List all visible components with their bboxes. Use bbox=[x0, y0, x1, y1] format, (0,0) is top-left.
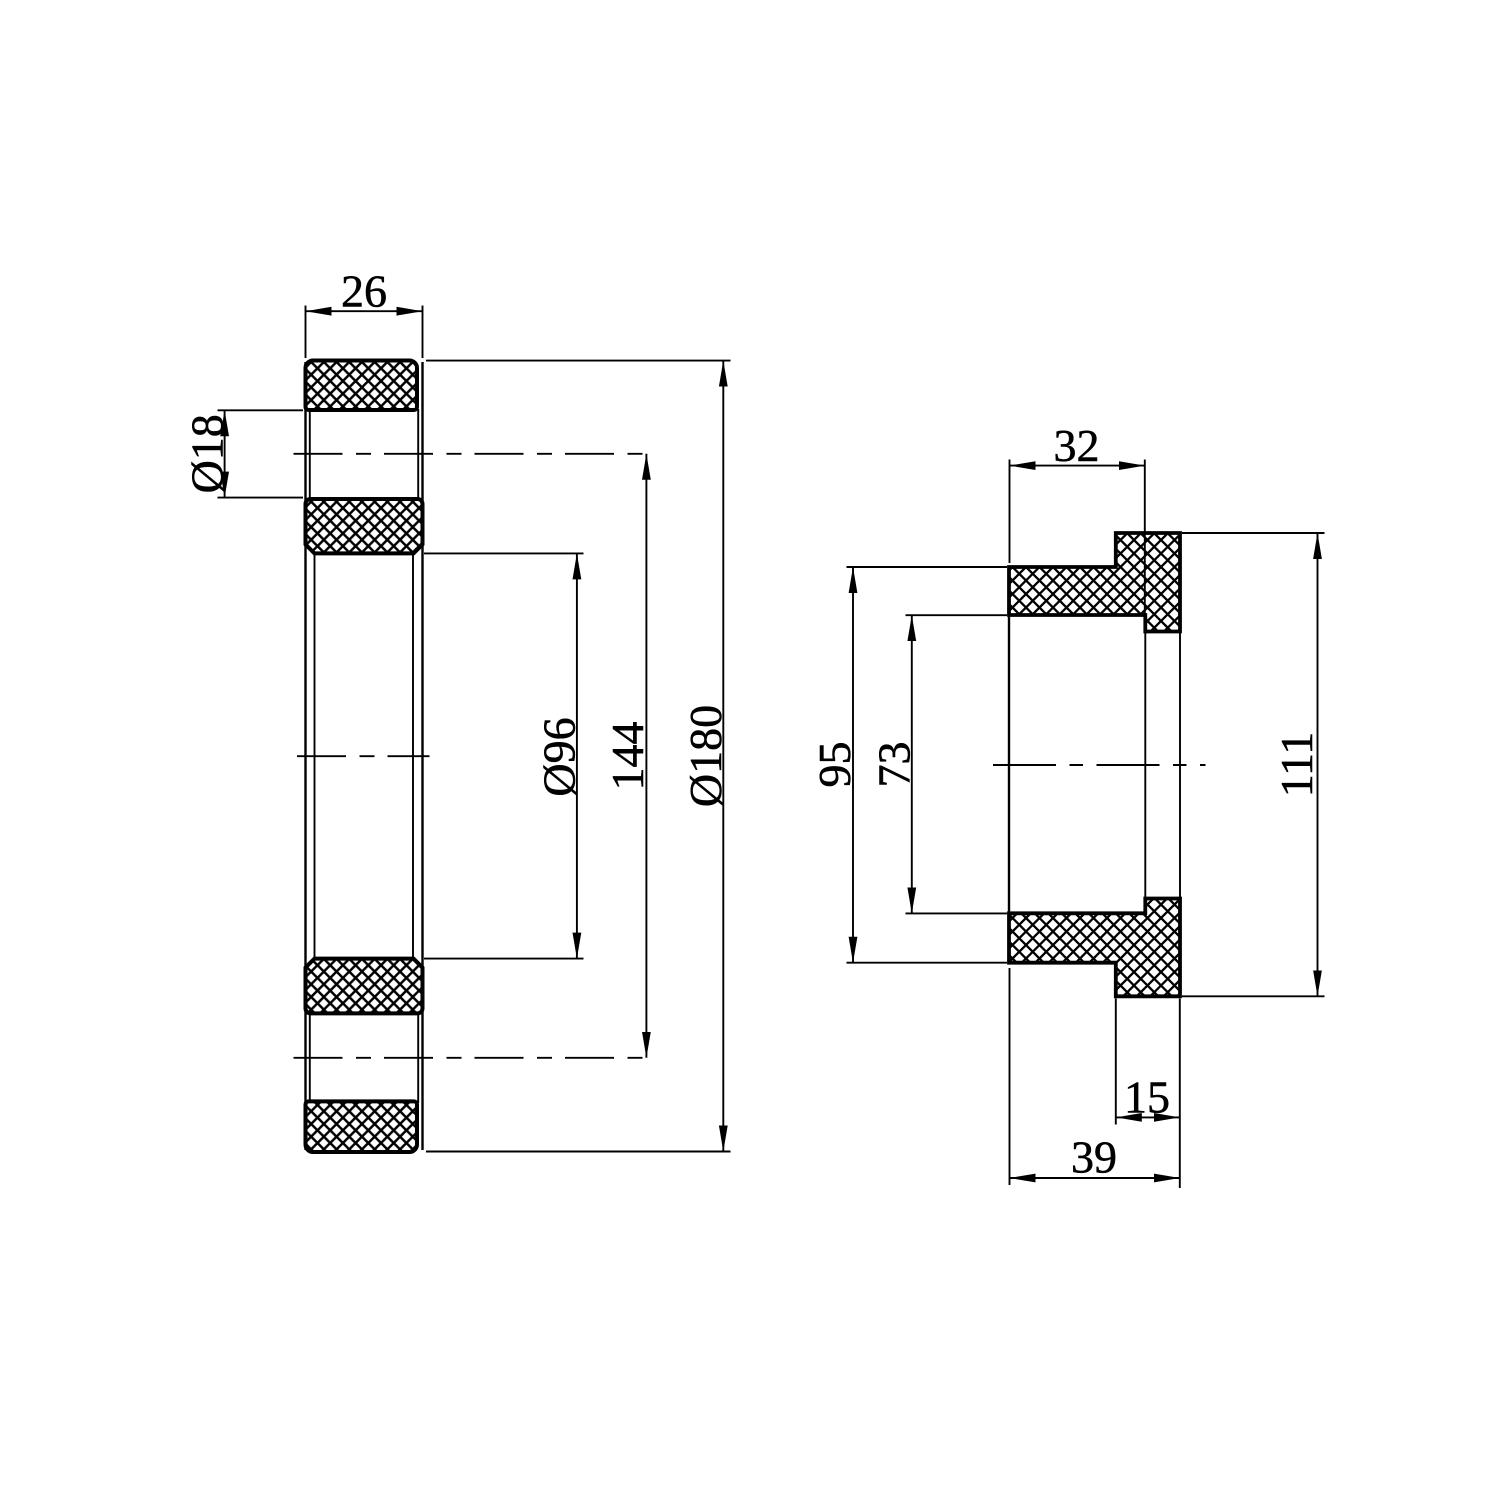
svg-text:144: 144 bbox=[602, 722, 653, 791]
svg-text:Ø96: Ø96 bbox=[534, 717, 585, 796]
svg-text:111: 111 bbox=[1271, 732, 1322, 798]
svg-text:73: 73 bbox=[869, 742, 920, 788]
svg-text:Ø18: Ø18 bbox=[182, 414, 233, 493]
svg-text:15: 15 bbox=[1124, 1072, 1170, 1123]
svg-text:95: 95 bbox=[809, 742, 860, 788]
svg-text:39: 39 bbox=[1071, 1132, 1117, 1183]
svg-text:32: 32 bbox=[1054, 420, 1100, 471]
svg-text:Ø180: Ø180 bbox=[680, 705, 731, 807]
svg-text:26: 26 bbox=[341, 266, 387, 317]
